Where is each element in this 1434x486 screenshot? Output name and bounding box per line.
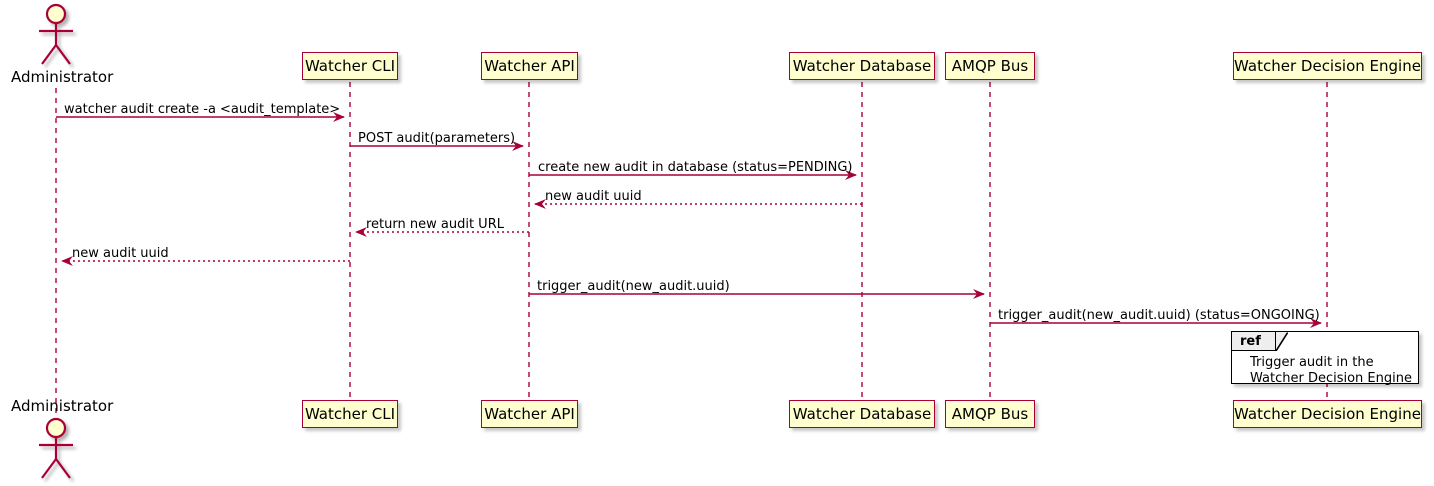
- participant-box-watcher-database-bottom[interactable]: Watcher Database: [789, 400, 935, 428]
- message-arrows: [56, 112, 1322, 328]
- message-label-3: create new audit in database (status=PEN…: [538, 160, 853, 175]
- participant-box-amqp-bus-bottom[interactable]: AMQP Bus: [945, 400, 1035, 428]
- participant-box-amqp-bus-top[interactable]: AMQP Bus: [945, 52, 1035, 80]
- message-label-2: POST audit(parameters): [358, 131, 516, 146]
- participant-box-watcher-api-bottom[interactable]: Watcher API: [481, 400, 578, 428]
- message-label-8: trigger_audit(new_audit.uuid) (status=ON…: [998, 308, 1320, 323]
- actor-figure-bottom: [39, 417, 73, 479]
- actor-label-bottom: Administrator: [11, 397, 114, 415]
- participant-box-watcher-cli-bottom[interactable]: Watcher CLI: [302, 400, 398, 428]
- actor-label-top: Administrator: [11, 68, 114, 86]
- message-label-6: new audit uuid: [72, 246, 169, 261]
- ref-tab-notch-icon: [1276, 332, 1288, 351]
- participant-box-watcher-decision-engine-top[interactable]: Watcher Decision Engine: [1233, 52, 1422, 80]
- participant-box-watcher-decision-engine-bottom[interactable]: Watcher Decision Engine: [1233, 400, 1422, 428]
- message-label-4: new audit uuid: [545, 189, 642, 204]
- participant-box-watcher-cli-top[interactable]: Watcher CLI: [302, 52, 398, 80]
- message-label-7: trigger_audit(new_audit.uuid): [537, 279, 730, 294]
- message-label-5: return new audit URL: [366, 217, 504, 232]
- ref-fragment-keyword: ref: [1232, 332, 1276, 351]
- actor-figure-top: [39, 3, 73, 65]
- ref-fragment-line-1: Trigger audit in the: [1250, 355, 1374, 370]
- ref-fragment-line-2: Watcher Decision Engine: [1250, 371, 1412, 386]
- lifelines: [55, 82, 1328, 424]
- message-label-1: watcher audit create -a <audit_template>: [64, 102, 341, 117]
- participant-box-watcher-database-top[interactable]: Watcher Database: [789, 52, 935, 80]
- ref-fragment: ref Trigger audit in the Watcher Decisio…: [1231, 331, 1419, 386]
- participant-box-watcher-api-top[interactable]: Watcher API: [481, 52, 578, 80]
